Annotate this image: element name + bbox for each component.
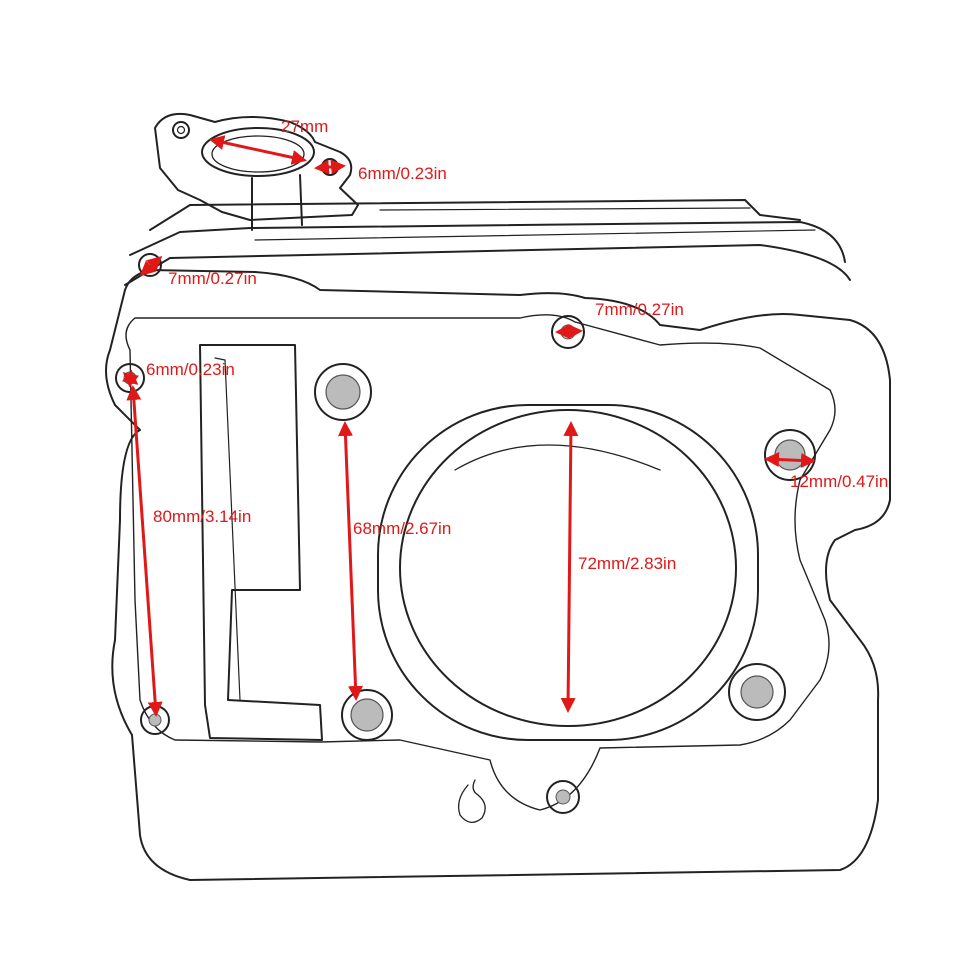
- arrow-left-spacing: [126, 385, 163, 717]
- label-stud-spacing: 68mm/2.67in: [353, 519, 451, 538]
- label-head-stud-hole: 7mm/0.27in: [595, 300, 684, 319]
- arrow-intake-port: [209, 135, 307, 165]
- label-left-stud-spacing: 80mm/3.14in: [153, 507, 251, 526]
- bottom-hole: [546, 780, 580, 814]
- intake-stud-left: [172, 121, 190, 139]
- arrow-left-stud: [121, 369, 140, 388]
- intake-boss: [154, 112, 359, 221]
- transfer-window: [199, 344, 323, 741]
- arrow-bore: [560, 421, 579, 713]
- dimension-arrows: [121, 135, 816, 717]
- label-left-stud-hole: 6mm/0.23in: [146, 360, 235, 379]
- stud-hole-top-left: [314, 363, 372, 421]
- cooling-fin-low: [124, 244, 851, 286]
- arrow-side-hole: [139, 256, 163, 276]
- bore-inner-shadow: [454, 444, 661, 471]
- label-intake-stud-hole: 6mm/0.23in: [358, 164, 447, 183]
- arrow-head-stud: [555, 323, 583, 340]
- arrow-stud-spacing: [337, 421, 364, 701]
- label-bore: 72mm/2.83in: [578, 554, 676, 573]
- intake-port: [201, 127, 315, 177]
- cooling-fin-mid: [129, 221, 846, 263]
- label-intake-port: 27mm: [281, 117, 328, 136]
- stud-hole-right-bottom: [728, 663, 786, 721]
- bore-gasket-ring: [377, 404, 759, 741]
- bore: [399, 409, 737, 727]
- arrow-intake-stud: [314, 159, 346, 175]
- cooling-fin-top: [149, 199, 801, 231]
- casting-mark: [457, 779, 486, 823]
- arrow-right-stud: [764, 452, 816, 468]
- cylinder-drawing: [105, 112, 891, 881]
- label-side-hole-top: 7mm/0.27in: [168, 269, 257, 288]
- label-right-stud-hole: 12mm/0.47in: [790, 472, 888, 491]
- cylinder-deck: [125, 314, 836, 811]
- head-stud-hole: [551, 315, 585, 349]
- stud-hole-bottom-left: [341, 689, 393, 741]
- cylinder-body: [105, 269, 891, 881]
